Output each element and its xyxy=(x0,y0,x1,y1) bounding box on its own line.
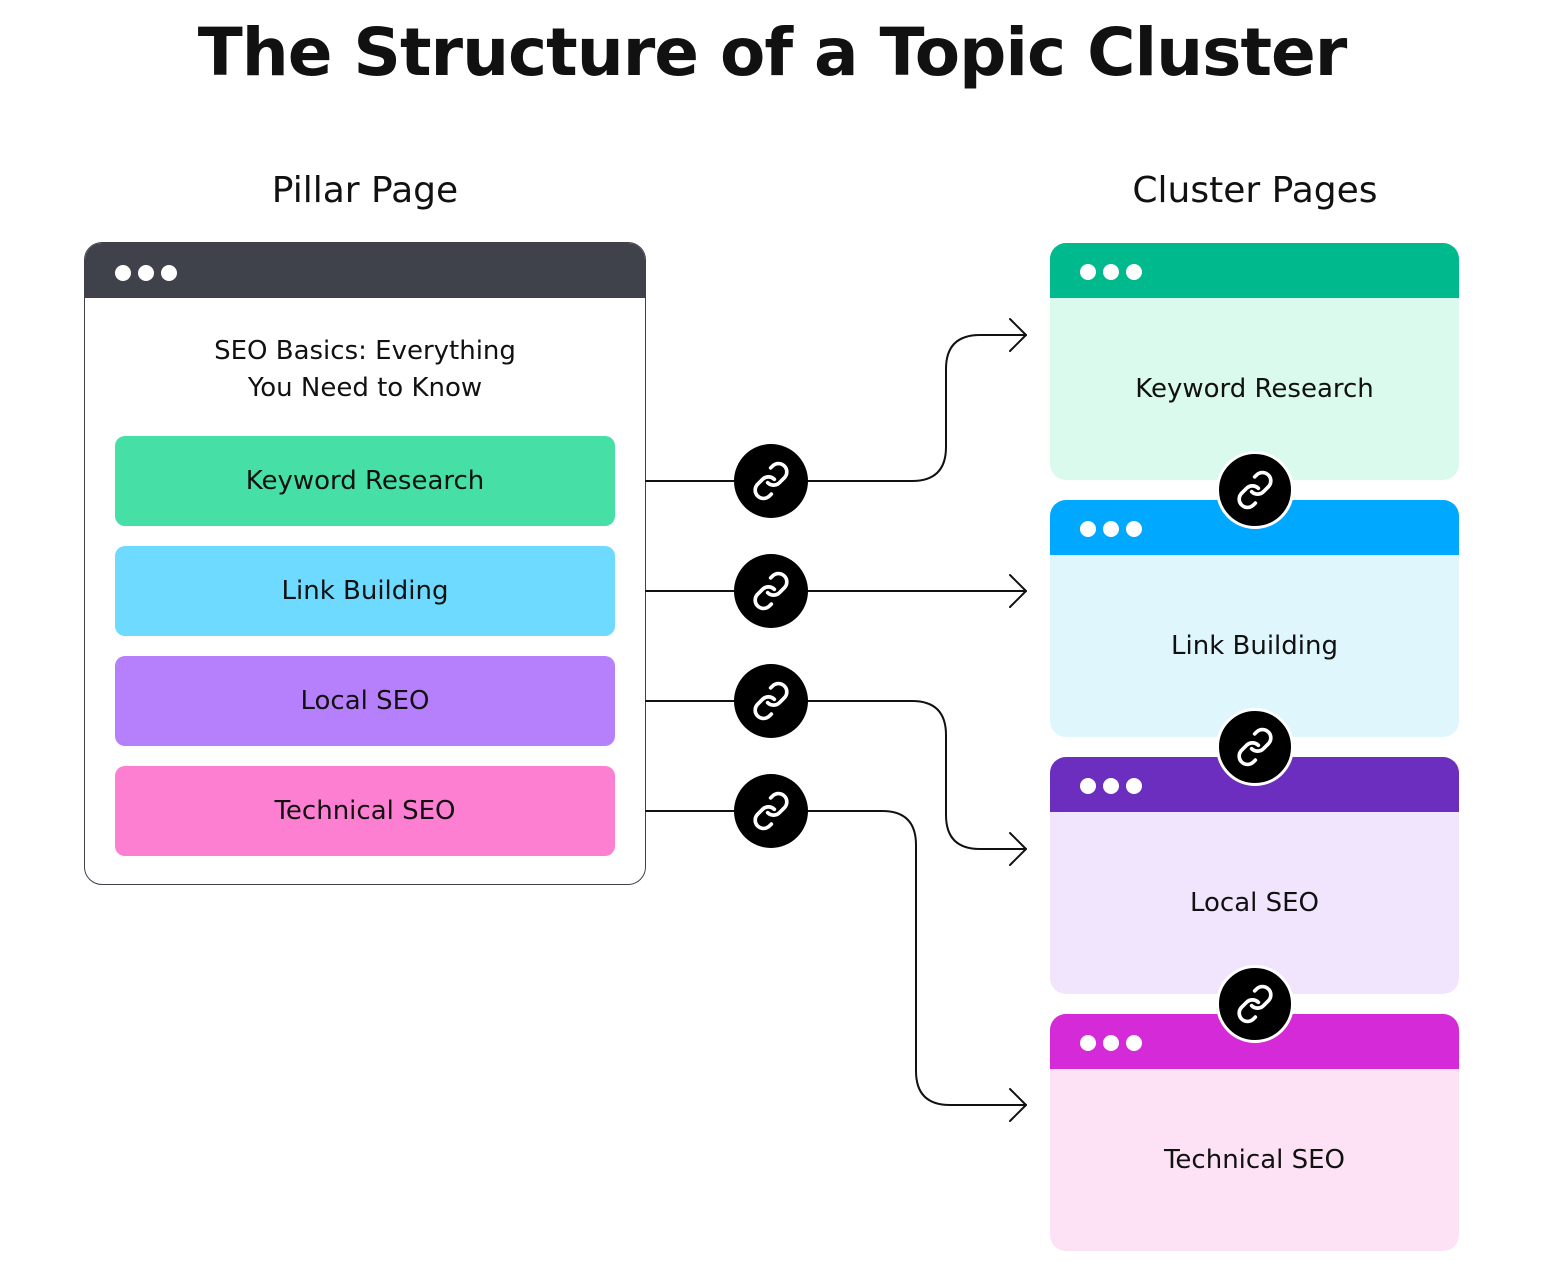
connector-technical-seo xyxy=(645,810,1027,1106)
window-dots-icon xyxy=(1080,264,1142,280)
connector-local-seo xyxy=(645,700,1027,850)
pillar-section-link-building: Link Building xyxy=(115,546,615,636)
cluster-pages-label: Cluster Pages xyxy=(1132,170,1378,211)
pillar-section-local-seo: Local SEO xyxy=(115,656,615,746)
pillar-heading-line-2: You Need to Know xyxy=(247,373,483,403)
cluster-window-titlebar xyxy=(1050,243,1459,298)
link-icon xyxy=(734,664,808,738)
link-icon xyxy=(734,774,808,848)
pillar-page-label: Pillar Page xyxy=(271,170,459,211)
pillar-page-window: SEO Basics: Everything You Need to Know … xyxy=(84,242,646,885)
link-icon xyxy=(1216,708,1294,786)
arrow-right-icon xyxy=(1009,318,1027,352)
link-icon xyxy=(1216,451,1294,529)
cluster-page-title: Technical SEO xyxy=(1163,1145,1346,1175)
link-icon xyxy=(734,444,808,518)
cluster-page-local-seo: Local SEO xyxy=(1050,757,1459,994)
cluster-page-link-building: Link Building xyxy=(1050,500,1459,737)
window-dots-icon xyxy=(115,265,177,281)
window-dots-icon xyxy=(1080,521,1142,537)
cluster-page-title: Local SEO xyxy=(1189,888,1320,918)
link-icon xyxy=(1216,965,1294,1043)
pillar-heading-line-1: SEO Basics: Everything xyxy=(214,336,516,366)
pillar-section-technical-seo: Technical SEO xyxy=(115,766,615,856)
arrow-right-icon xyxy=(1009,832,1027,866)
arrow-right-icon xyxy=(1009,1088,1027,1122)
diagram-title: The Structure of a Topic Cluster xyxy=(197,14,1348,91)
connector-keyword-research xyxy=(645,334,1027,482)
link-icon xyxy=(734,554,808,628)
window-dots-icon xyxy=(1080,778,1142,794)
pillar-window-titlebar xyxy=(85,243,645,298)
arrow-right-icon xyxy=(1009,574,1027,608)
pillar-section-keyword-research: Keyword Research xyxy=(115,436,615,526)
window-dots-icon xyxy=(1080,1035,1142,1051)
cluster-page-keyword-research: Keyword Research xyxy=(1050,243,1459,480)
pillar-page-heading: SEO Basics: Everything You Need to Know xyxy=(85,333,645,407)
cluster-page-title: Keyword Research xyxy=(1135,374,1374,404)
cluster-page-title: Link Building xyxy=(1171,631,1338,661)
cluster-page-technical-seo: Technical SEO xyxy=(1050,1014,1459,1251)
